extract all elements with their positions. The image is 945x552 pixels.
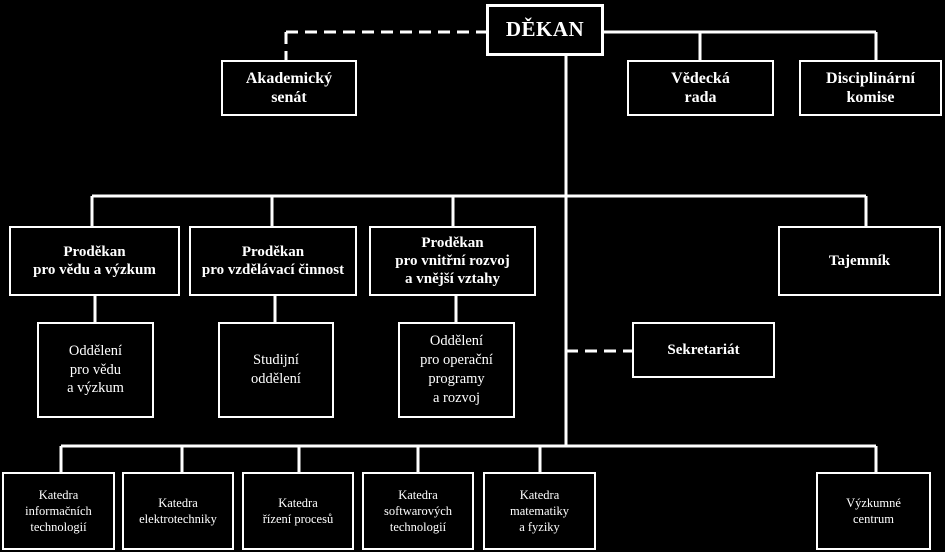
- secretariat-box: Sekretariát: [632, 322, 775, 378]
- secretary-box: Tajemník: [778, 226, 941, 296]
- vice-dean-development-box: Proděkan pro vnitřní rozvoj a vnější vzt…: [369, 226, 536, 296]
- unit-electrical-engineering-box: Katedra elektrotechniky: [122, 472, 234, 550]
- vice-dean-research-box: Proděkan pro vědu a výzkum: [9, 226, 180, 296]
- vice-dean-education-box: Proděkan pro vzdělávací činnost: [189, 226, 357, 296]
- unit-process-control-box: Katedra řízení procesů: [242, 472, 354, 550]
- academic-senate-box: Akademický senát: [221, 60, 357, 116]
- unit-information-technology-box: Katedra informačních technologií: [2, 472, 115, 550]
- scientific-board-box: Vědecká rada: [627, 60, 774, 116]
- disciplinary-committee-box: Disciplinární komise: [799, 60, 942, 116]
- dean-box: DĚKAN: [486, 4, 604, 56]
- department-operational-programs-box: Oddělení pro operační programy a rozvoj: [398, 322, 515, 418]
- department-study-box: Studijní oddělení: [218, 322, 334, 418]
- unit-research-center-box: Výzkumné centrum: [816, 472, 931, 550]
- unit-software-technology-box: Katedra softwarových technologií: [362, 472, 474, 550]
- department-research-box: Oddělení pro vědu a výzkum: [37, 322, 154, 418]
- unit-mathematics-physics-box: Katedra matematiky a fyziky: [483, 472, 596, 550]
